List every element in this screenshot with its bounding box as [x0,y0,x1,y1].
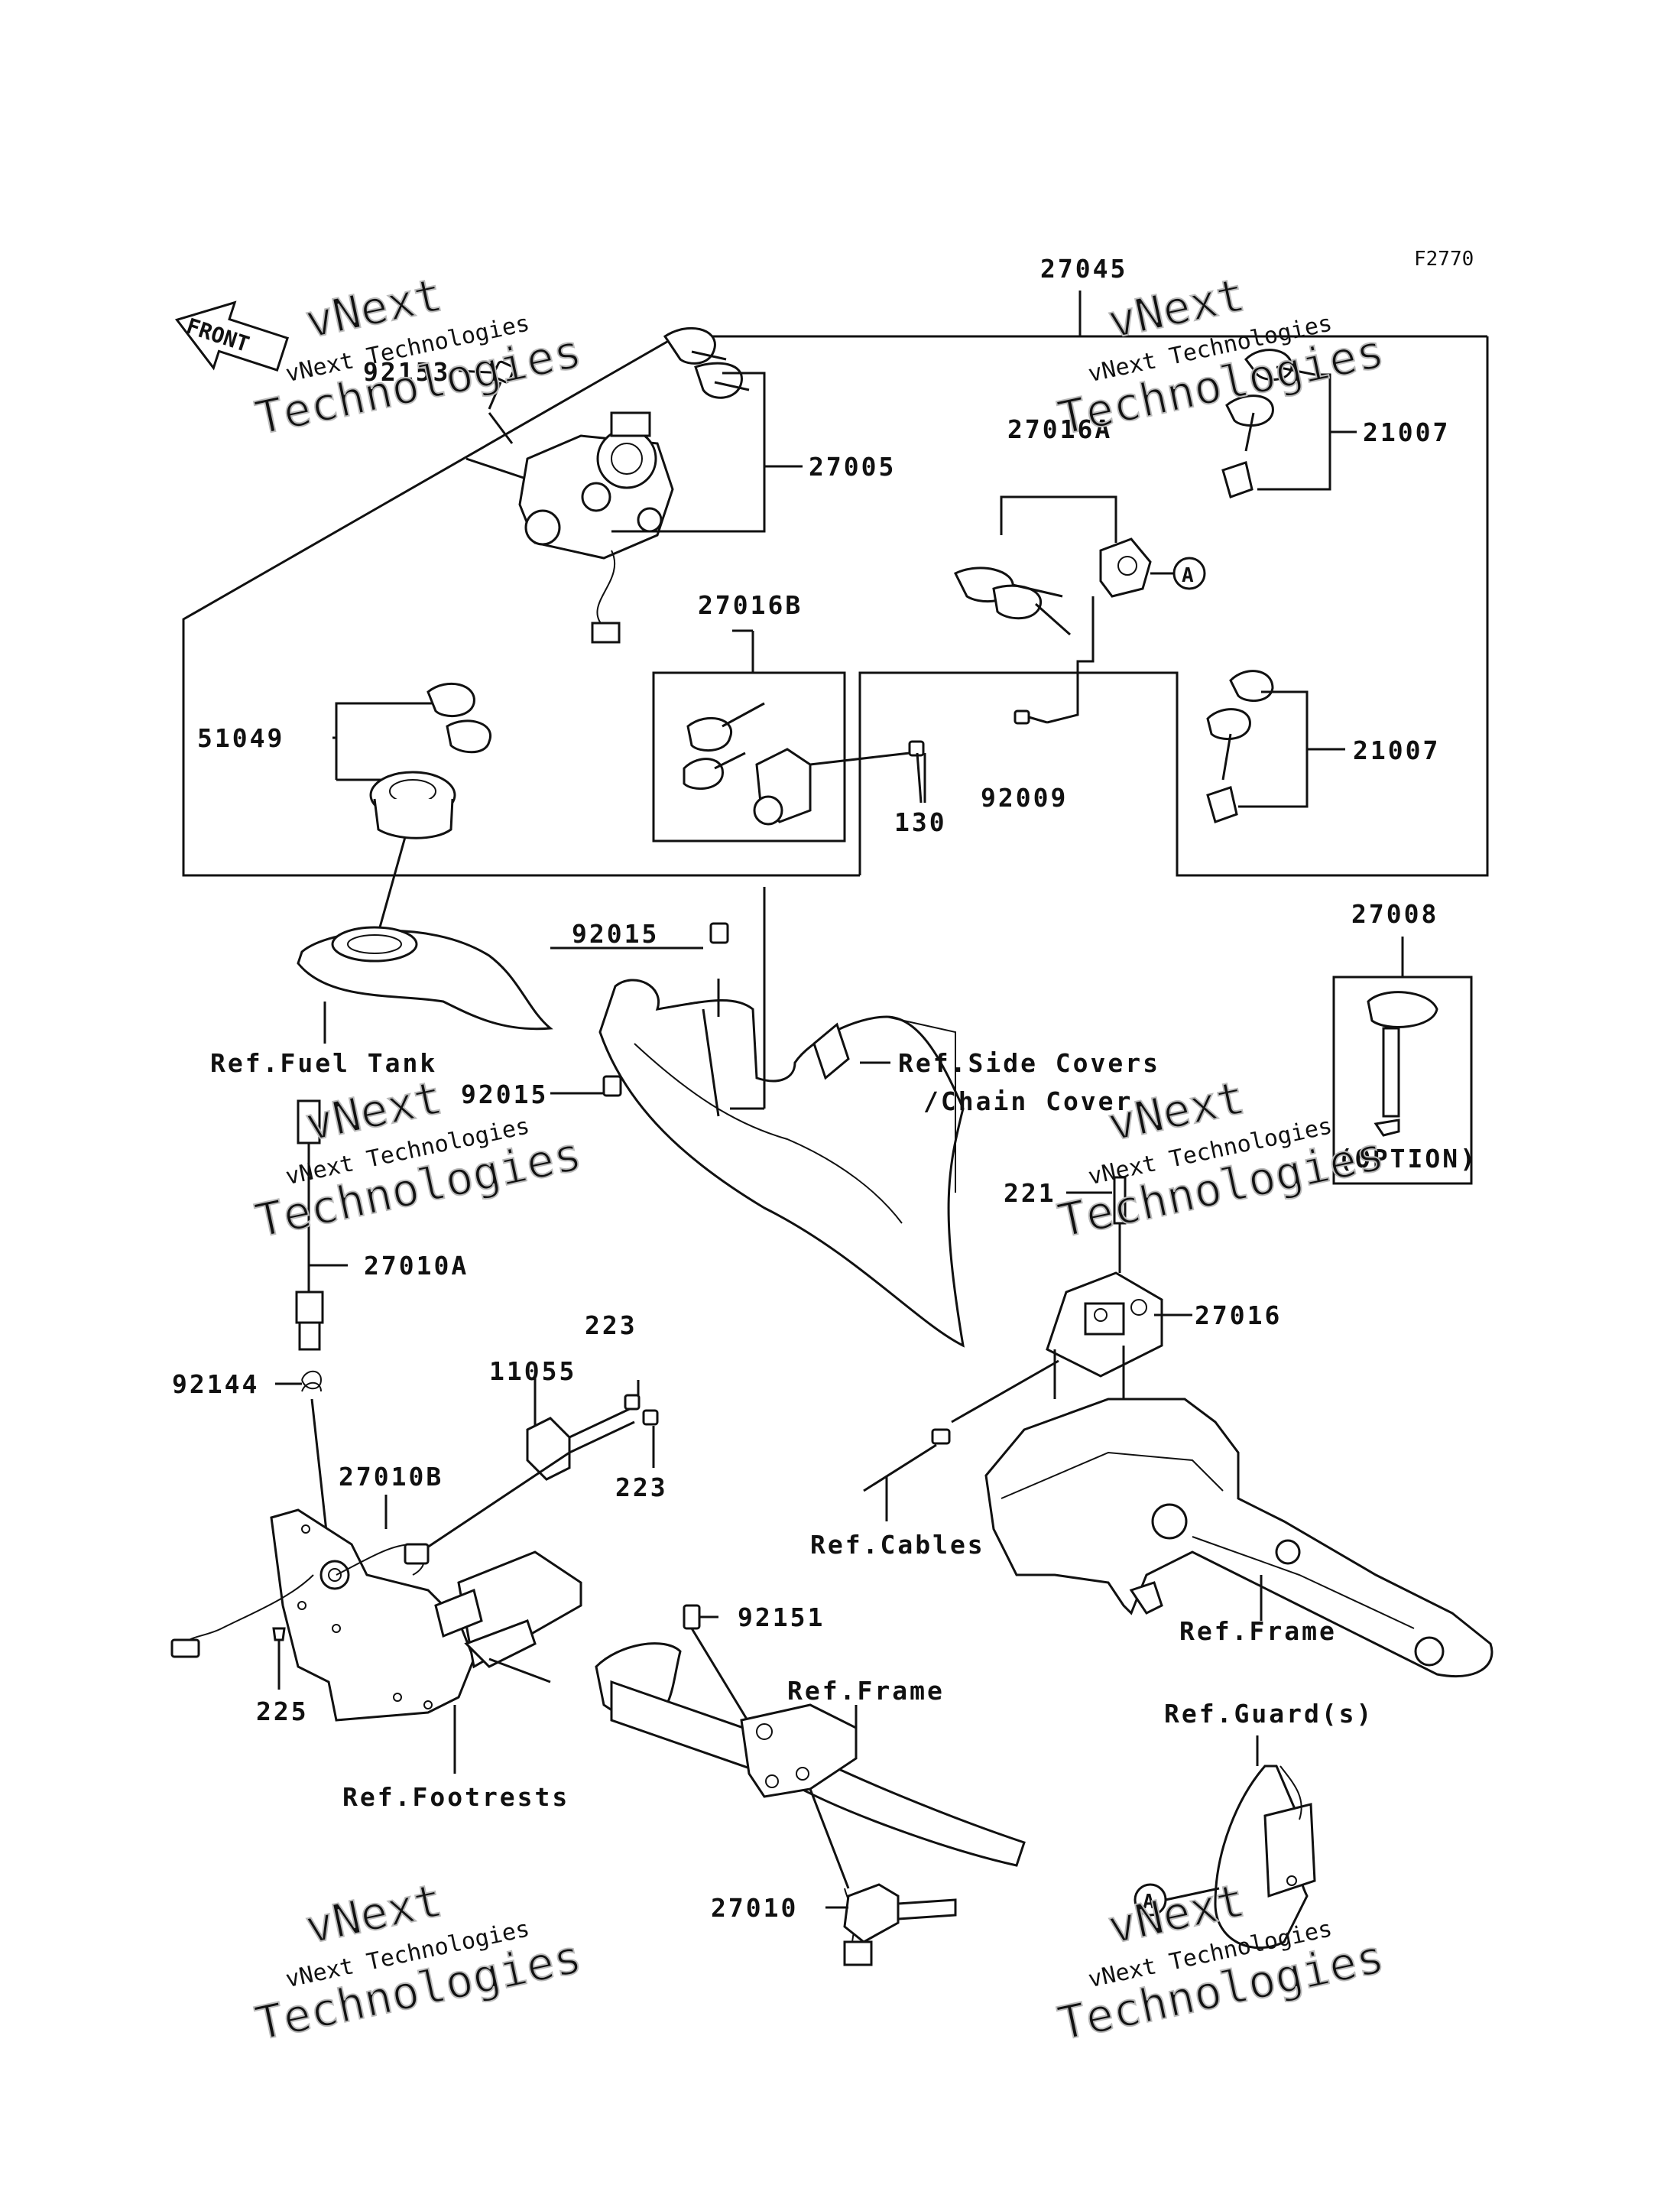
bracket-11055 [420,1376,659,1554]
rear-frame [984,1398,1494,1678]
label-92151: 92151 [738,1602,825,1632]
key-set-21007-bottom [1206,670,1345,823]
label-21007-top: 21007 [1363,417,1450,447]
label-21007-bottom: 21007 [1353,735,1440,765]
key-set-21007-top [1221,349,1357,498]
ignition-switch-27005 [465,326,803,644]
ref-cables: Ref.Cables [810,1530,985,1560]
ref-chain-cover: /Chain Cover [923,1086,1133,1116]
ref-guards: Ref.Guard(s) [1164,1699,1374,1729]
ref-frame-right: Ref.Frame [1179,1616,1337,1646]
lock-plate-27016 [951,1271,1192,1424]
label-27010B: 27010B [339,1462,443,1492]
label-92144: 92144 [172,1369,259,1399]
label-223-top: 223 [585,1310,637,1340]
ref-side-covers: Ref.Side Covers [898,1048,1160,1078]
label-223-bottom: 223 [615,1472,668,1502]
label-27010A: 27010A [364,1251,469,1281]
guard: A [1134,1735,1316,1950]
label-27010: 27010 [711,1893,798,1923]
watermark-bottom-left: vNext vNext Technologies Technologies [250,1873,587,2052]
label-27008: 27008 [1351,899,1438,929]
ref-fuel-tank: Ref.Fuel Tank [210,1048,437,1078]
option-label: (OPTION) [1338,1144,1477,1174]
callout-a-top: A [1182,564,1194,587]
label-27016: 27016 [1195,1300,1282,1330]
label-27016A: 27016A [1007,414,1112,444]
cables [863,1428,951,1521]
side-cover [550,887,965,1348]
label-11055: 11055 [489,1356,576,1386]
label-27045: 27045 [1040,254,1127,284]
label-27005: 27005 [809,452,896,482]
label-130: 130 [894,807,947,837]
label-51049: 51049 [197,723,284,753]
part-labels: 27045 F2770 92153 27005 27016A 21007 270… [172,248,1477,1923]
fuel-tank [297,926,553,1044]
fuel-cap-51049 [332,682,492,933]
lock-27016B [683,702,925,826]
label-27016B: 27016B [698,590,803,620]
label-221: 221 [1004,1178,1056,1208]
switch-27010B [170,1495,430,1690]
label-92009: 92009 [981,783,1068,813]
label-92153: 92153 [363,357,450,387]
footrest-bracket [270,1508,582,1774]
bolt-221 [1066,1176,1127,1273]
ref-footrests: Ref.Footrests [342,1782,569,1812]
label-225: 225 [256,1696,309,1726]
callout-a-bottom: A [1143,1891,1155,1914]
label-92015-bottom: 92015 [461,1080,548,1109]
assembly-outline [182,291,1489,877]
figure-code: F2770 [1414,248,1474,271]
ref-frame-center: Ref.Frame [787,1676,945,1706]
center-frame [595,1604,1026,1966]
front-arrow: FRONT [174,300,290,372]
seat-lock-27016A: A [953,495,1206,724]
option-key-27008 [1332,937,1473,1185]
screw-92153 [458,360,515,410]
screw-92009 [1014,709,1048,725]
watermark-bottom-right: vNext vNext Technologies Technologies [1052,1873,1390,2052]
label-92015-top: 92015 [572,919,659,949]
